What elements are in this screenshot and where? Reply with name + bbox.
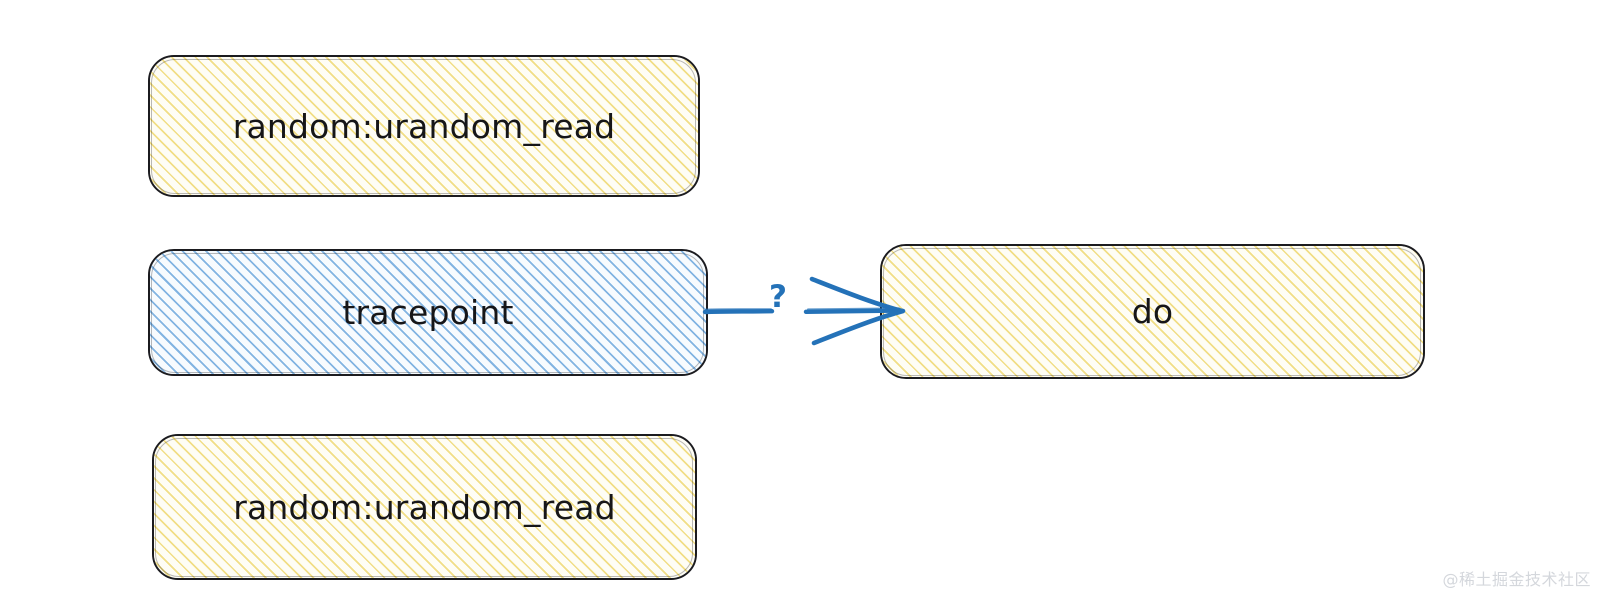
edge-shaft-right bbox=[803, 308, 903, 314]
watermark-text: @稀土掘金技术社区 bbox=[1442, 570, 1591, 589]
arrowhead-upper-wing bbox=[809, 276, 905, 314]
node-tracepoint[interactable]: tracepoint bbox=[148, 249, 708, 376]
edge-label-question: ? bbox=[769, 279, 787, 315]
node-label: do bbox=[1131, 292, 1174, 331]
edge-shaft-right-sketch bbox=[807, 307, 900, 311]
node-label: random:urandom_read bbox=[233, 487, 616, 527]
node-label: tracepoint bbox=[342, 293, 514, 332]
node-urandom-read-bottom[interactable]: random:urandom_read bbox=[152, 434, 697, 580]
node-urandom-read-top[interactable]: random:urandom_read bbox=[148, 55, 700, 197]
edge-shaft-left bbox=[702, 309, 775, 315]
node-do[interactable]: do bbox=[880, 244, 1425, 379]
edge-tracepoint-to-do[interactable] bbox=[700, 255, 915, 365]
arrowhead-lower-wing bbox=[811, 308, 906, 346]
node-label: random:urandom_read bbox=[232, 106, 616, 146]
